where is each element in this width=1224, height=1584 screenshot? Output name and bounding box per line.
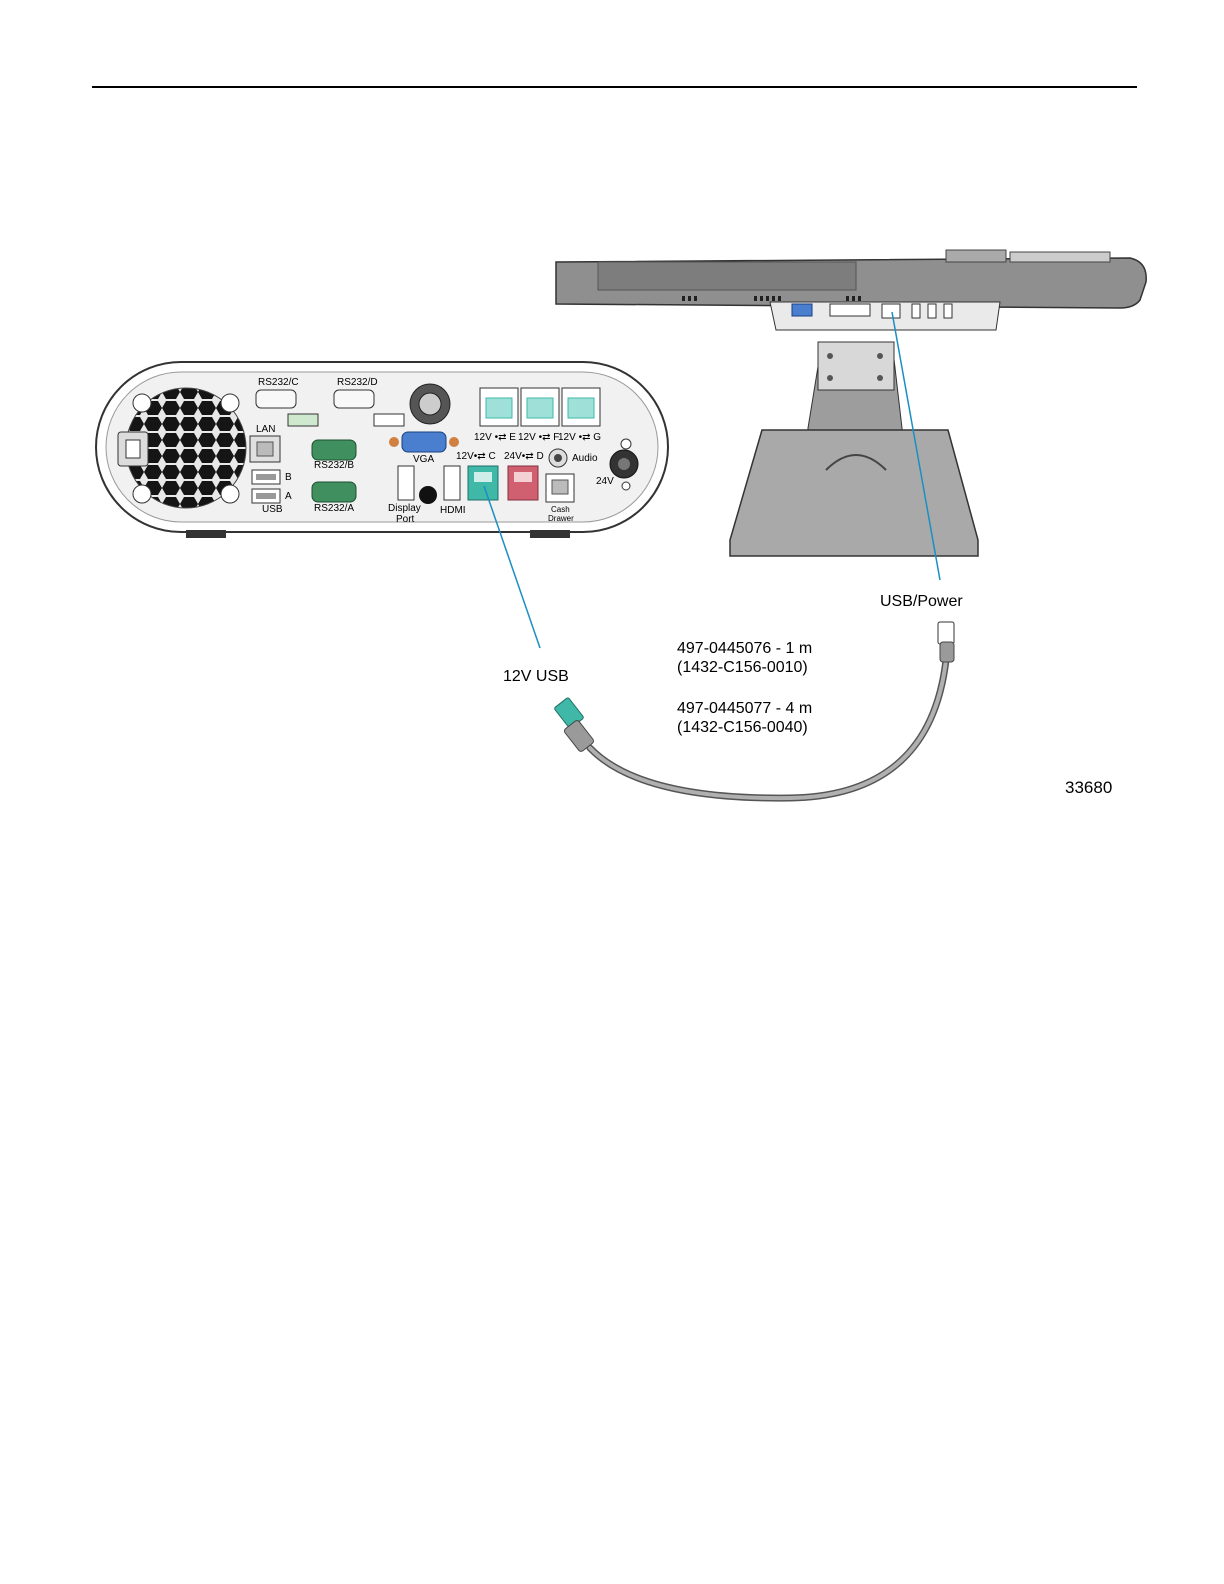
svg-text:Port: Port xyxy=(396,514,415,525)
powered-usb-e-port: 12V •⇄ E xyxy=(474,388,518,443)
stand-hinge xyxy=(818,342,894,390)
svg-text:Display: Display xyxy=(388,503,421,514)
svg-text:Audio: Audio xyxy=(572,453,598,464)
svg-text:USB: USB xyxy=(262,504,283,515)
lock-icon xyxy=(118,432,148,466)
svg-text:RS232/D: RS232/D xyxy=(337,377,378,388)
svg-text:RS232/A: RS232/A xyxy=(314,503,354,514)
powered-usb-d-port: 24V•⇄ D xyxy=(504,451,544,500)
monitor-dvi-port xyxy=(830,304,870,316)
cable-2-code: (1432-C156-0040) xyxy=(677,719,808,736)
svg-text:12V •⇄ E: 12V •⇄ E xyxy=(474,432,516,443)
knob-icon xyxy=(419,486,437,504)
cable-2-part-number: 497-0445077 - 4 m xyxy=(677,700,812,717)
figure-number: 33680 xyxy=(1065,778,1112,798)
svg-text:Drawer: Drawer xyxy=(548,514,574,523)
svg-text:RS232/C: RS232/C xyxy=(258,377,299,388)
svg-text:12V•⇄ C: 12V•⇄ C xyxy=(456,451,496,462)
monitor-vga-port xyxy=(792,304,812,316)
connection-diagram: LAN B A USB RS232/C RS232/D RS232/B xyxy=(0,0,1224,830)
cable-1-code: (1432-C156-0010) xyxy=(677,659,808,676)
svg-text:24V•⇄ D: 24V•⇄ D xyxy=(504,451,544,462)
svg-text:RS232/B: RS232/B xyxy=(314,460,354,471)
ps2-port xyxy=(410,384,450,424)
rs232-b-port: RS232/B xyxy=(312,440,356,471)
rs232-a-port: RS232/A xyxy=(312,482,356,514)
svg-text:12V •⇄ G: 12V •⇄ G xyxy=(558,432,601,443)
powered-usb-f-port: 12V •⇄ F xyxy=(518,388,559,443)
usb-port-b: B xyxy=(252,470,292,484)
powered-usb-g-port: 12V •⇄ G xyxy=(558,388,601,443)
usb-power-connector xyxy=(938,622,954,662)
svg-text:VGA: VGA xyxy=(413,454,434,465)
svg-text:HDMI: HDMI xyxy=(440,505,466,516)
usb-power-label: USB/Power xyxy=(880,593,963,610)
rs232-c-port: RS232/C xyxy=(256,377,299,408)
monitor-usb-power-port xyxy=(882,304,900,318)
twelve-v-usb-label: 12V USB xyxy=(503,668,569,685)
terminal-rear-panel: LAN B A USB RS232/C RS232/D RS232/B xyxy=(96,362,668,538)
svg-text:Cash: Cash xyxy=(551,505,570,514)
svg-text:12V •⇄ F: 12V •⇄ F xyxy=(518,432,559,443)
cash-drawer-port: Cash Drawer xyxy=(546,474,574,523)
rs232-d-port: RS232/D xyxy=(334,377,378,408)
cable-1-part-number: 497-0445076 - 1 m xyxy=(677,640,812,657)
twelve-v-usb-connector xyxy=(554,697,595,752)
svg-text:24V: 24V xyxy=(596,476,614,487)
svg-text:B: B xyxy=(285,472,292,483)
svg-text:LAN: LAN xyxy=(256,424,275,435)
svg-text:A: A xyxy=(285,491,292,502)
